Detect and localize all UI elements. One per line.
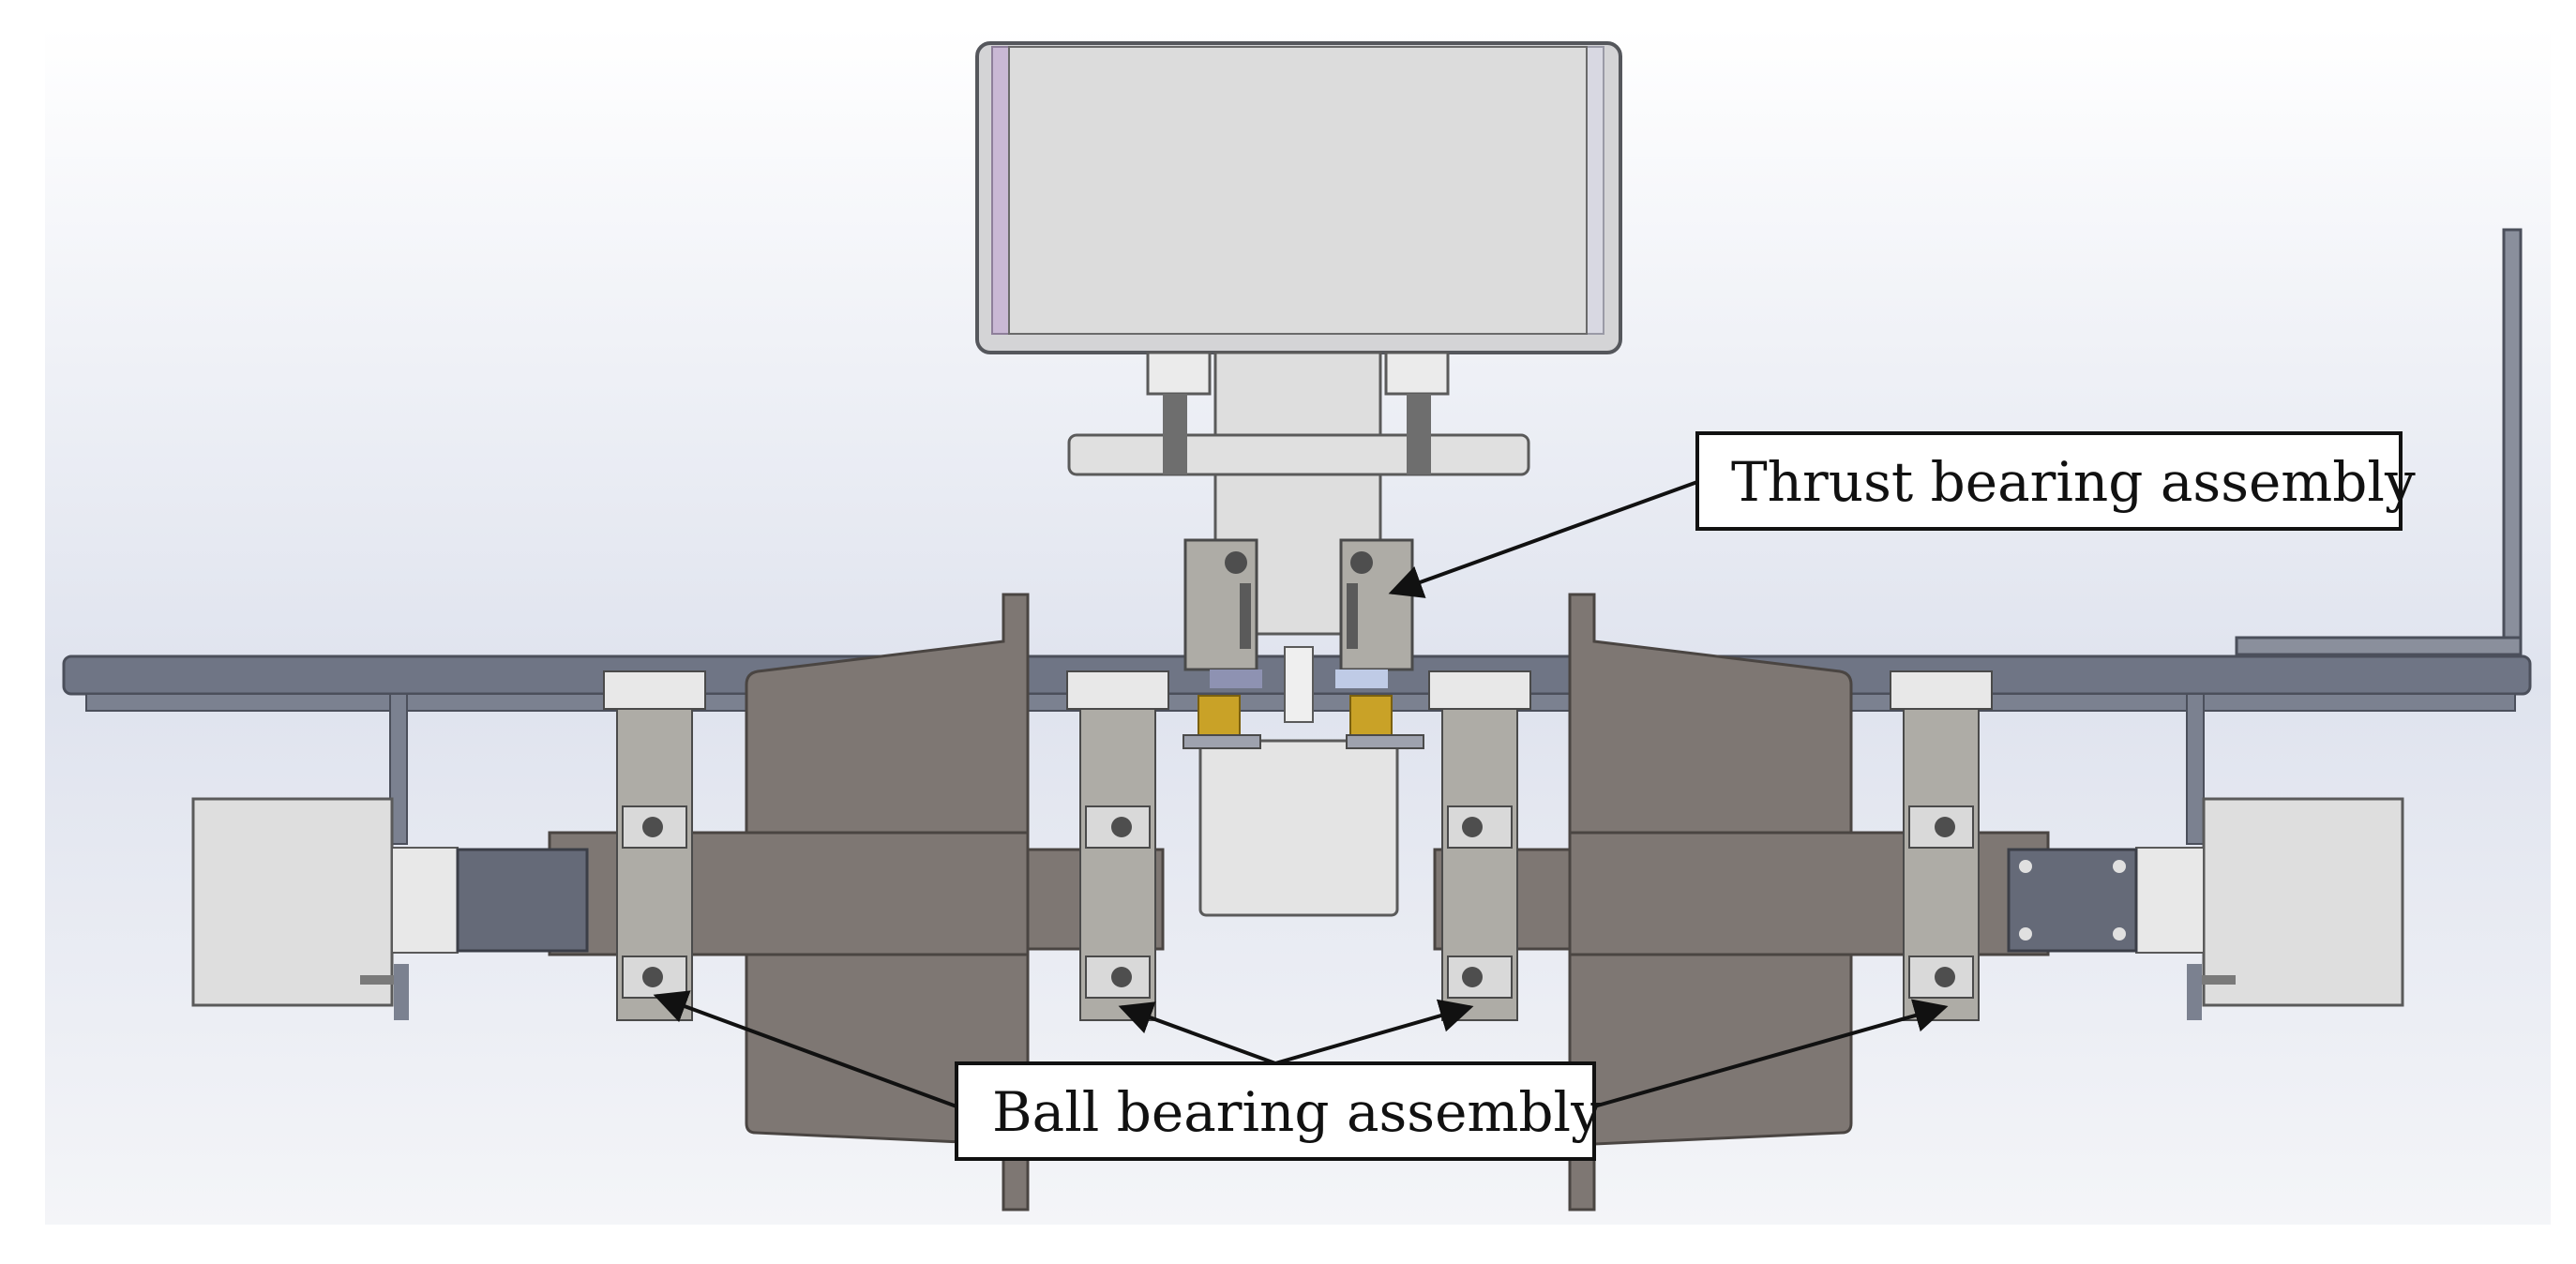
ball-callout-arrow-4 — [1593, 999, 1949, 1108]
ball-bearing-left-inner — [1066, 670, 1169, 1021]
left-motor — [191, 797, 589, 1020]
thrust-bearing-callout: Thrust bearing assembly — [1388, 431, 2416, 598]
thrust-label: Thrust bearing assembly — [1731, 450, 2416, 514]
right-l-bracket — [2235, 228, 2523, 656]
thrust-label-box — [1695, 431, 2403, 531]
top-container — [975, 41, 1622, 354]
ball-callout-arrow-1 — [653, 990, 957, 1108]
ball-bearing-callout: Ball bearing assembly — [653, 990, 1949, 1161]
lower-central-housing — [1198, 739, 1399, 917]
thrust-bearing-assembly — [1183, 538, 1424, 749]
ball-bearing-left-outer — [603, 670, 706, 1021]
ball-bearing-right-inner — [1428, 670, 1531, 1021]
ball-bearing-right-outer — [1890, 670, 1993, 1021]
ball-callout-arrow-2 — [1118, 1001, 1276, 1065]
thrust-callout-arrow — [1388, 480, 1698, 598]
ball-label-box — [955, 1061, 1596, 1161]
ball-label: Ball bearing assembly — [992, 1080, 1602, 1144]
right-motor — [2007, 797, 2404, 1020]
ball-callout-arrow-3 — [1274, 999, 1474, 1065]
